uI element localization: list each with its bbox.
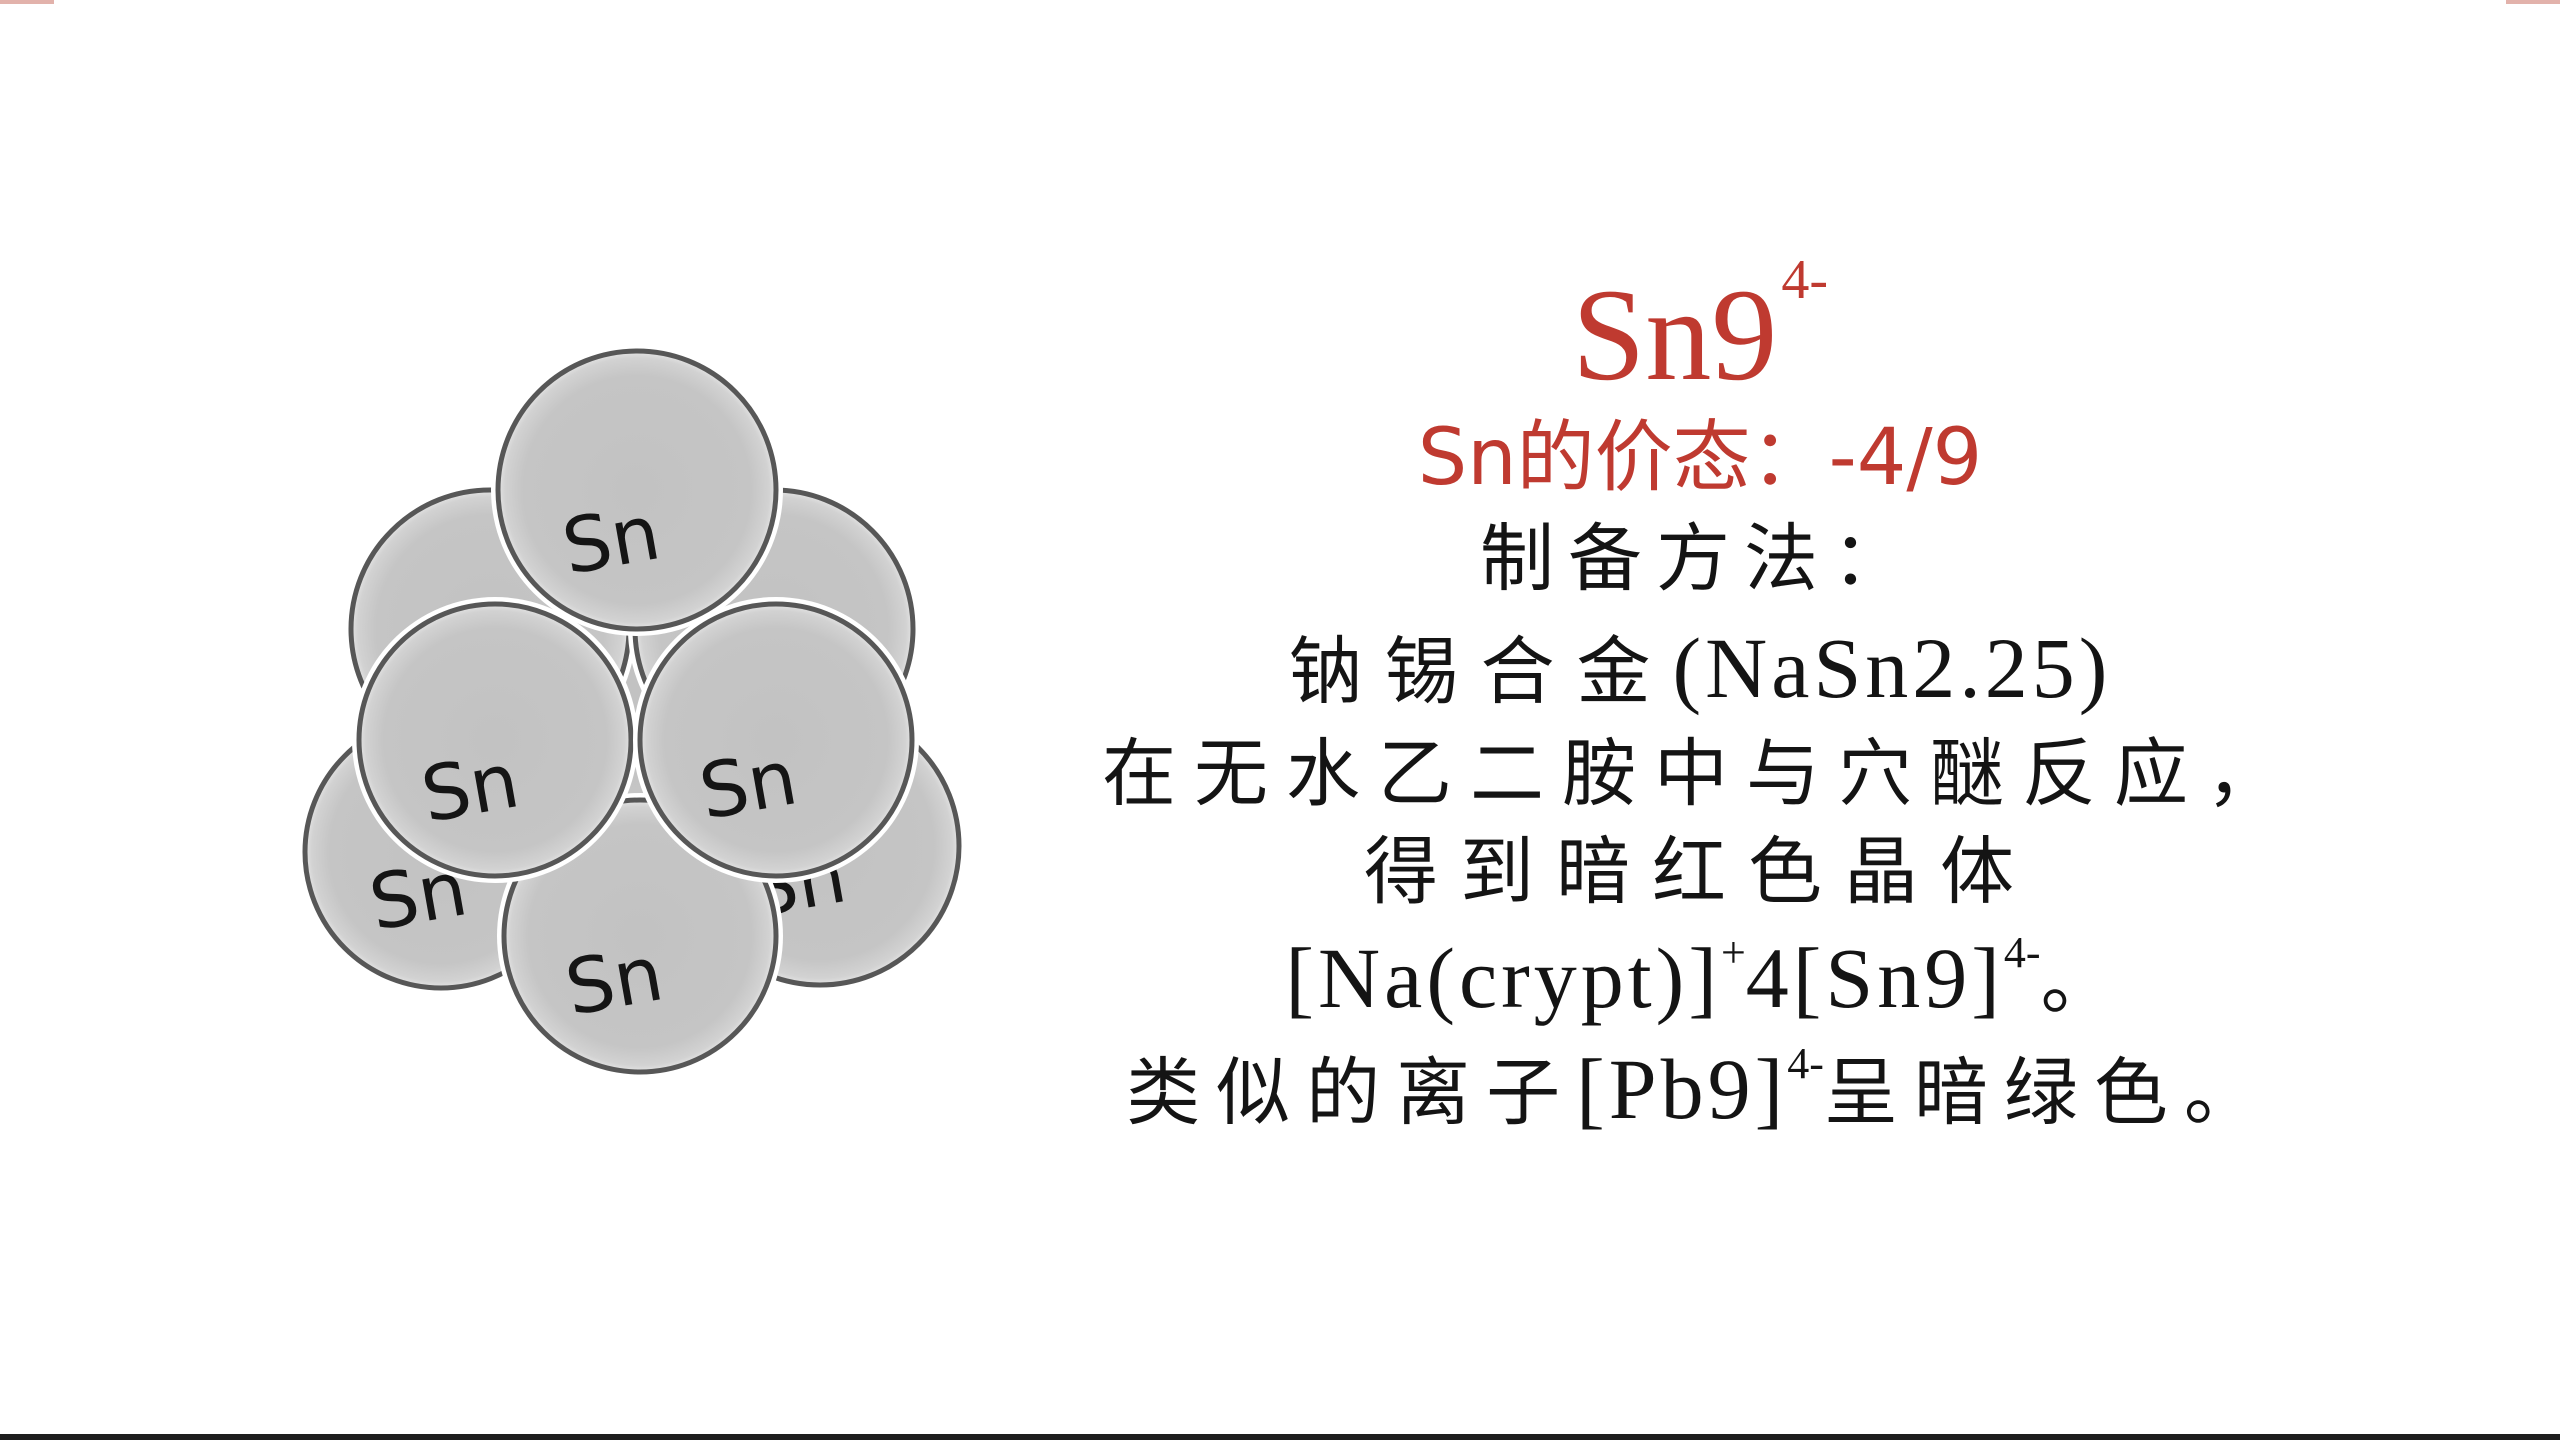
similar-prefix: 类似的离子 xyxy=(1126,1050,1577,1136)
similar-suffix: 呈暗绿色。 xyxy=(1823,1050,2274,1136)
sn-atom-bottom-center: Sn xyxy=(497,793,783,1079)
reaction-text: 在无水乙二胺中与穴醚反应， xyxy=(1102,731,2298,817)
anion-charge: 4- xyxy=(2003,928,2041,977)
slide-title: Sn94- xyxy=(1000,249,2400,436)
cation-charge: + xyxy=(1720,928,1746,977)
title-formula: Sn9 xyxy=(1571,261,1778,408)
title-charge: 4- xyxy=(1781,249,1829,311)
anion-formula: 4[Sn9] xyxy=(1745,930,2004,1026)
formula-end-mark: 。 xyxy=(2040,939,2115,1025)
alloy-name: 钠锡合金 xyxy=(1288,629,1673,715)
atom-label-bottom-center: Sn xyxy=(559,928,669,1032)
product-description: 得到暗红色晶体 xyxy=(1364,829,2036,915)
valence-text: Sn的价态：-4/9 xyxy=(1417,413,1983,503)
alloy-line: 钠锡合金(NaSn2.25) xyxy=(1000,620,2400,720)
similar-ion-line: 类似的离子[Pb9]4-呈暗绿色。 xyxy=(1000,1039,2400,1152)
sn9-cluster-diagram: Sn Sn Sn Sn Sn Sn xyxy=(298,344,966,1079)
similar-formula: [Pb9] xyxy=(1576,1041,1788,1137)
sn-atom-top: Sn xyxy=(491,344,783,636)
atom-label-top: Sn xyxy=(556,487,666,591)
bottom-border xyxy=(0,1434,2560,1440)
corner-accent-right xyxy=(2506,0,2560,4)
sn-atom-middle-right: Sn xyxy=(633,597,919,883)
product-formula: [Na(crypt)]+4[Sn9]4-。 xyxy=(1000,928,2400,1041)
alloy-formula: (NaSn2.25) xyxy=(1672,620,2112,716)
atom-label-middle-right: Sn xyxy=(693,732,803,836)
similar-charge: 4- xyxy=(1787,1039,1824,1088)
cation-formula: [Na(crypt)] xyxy=(1285,930,1721,1026)
sn-atom-middle-left: Sn xyxy=(352,597,638,883)
method-heading: 制备方法： xyxy=(1480,516,1920,602)
atom-label-middle-left: Sn xyxy=(415,735,525,839)
corner-accent-left xyxy=(0,0,54,4)
